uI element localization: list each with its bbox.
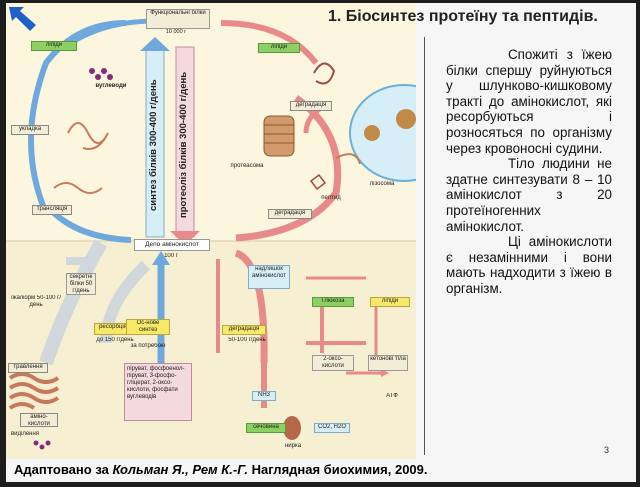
- label-peptide: пептид: [321, 195, 341, 201]
- label-degradation-mid: деградація: [268, 209, 312, 219]
- label-proteasome: протеасома: [230, 163, 264, 169]
- label-glucose: Глюкоза: [312, 297, 354, 307]
- label-from-need: за потребою: [130, 343, 166, 349]
- page-number: 3: [604, 445, 610, 455]
- label-lipids-left: ліпіди: [31, 41, 77, 51]
- label-co2-h2o: CO2, H2O: [314, 423, 350, 433]
- label-degradation-top: деградація: [290, 101, 332, 111]
- pointer-arrow-icon: [9, 7, 36, 31]
- label-proteolysis-rate: протеоліз білків 300-400 г/день: [178, 71, 189, 219]
- label-functional-amount: 10 000 г: [165, 29, 187, 35]
- label-functional-proteins: Функціональні білки: [146, 9, 210, 29]
- diagram-arrows: [6, 3, 416, 459]
- cycle-arrow-left: [28, 20, 127, 215]
- paragraph-essential: Ці амінокислоти є незамінними і вони маю…: [446, 234, 612, 296]
- label-amino-pool: Депо амінокислот: [134, 239, 210, 251]
- label-precursors: піруват, фосфоенол-піруват, 3-фосфо-гліц…: [124, 363, 192, 421]
- paragraph-digestion: Спожиті з їжею білки спершу руйнуються у…: [446, 47, 612, 156]
- label-food-intake: їжа/корм 50-100 г/день: [10, 295, 62, 308]
- label-excretion: виділення: [10, 431, 40, 437]
- label-per-day: до 150 г/день: [96, 337, 134, 343]
- label-degradation-amount: 50-100 г/день: [228, 337, 266, 343]
- paragraph-synthesis-limit: Тіло людини не здатне синтезувати 8 – 10…: [446, 156, 612, 234]
- label-degradation-low: деградація: [222, 325, 266, 335]
- proteasome-shape: [263, 115, 295, 157]
- label-nh3: NH3: [252, 391, 276, 401]
- credit-authors: Кольман Я., Рем К.-Г.: [112, 462, 248, 477]
- label-atp: АТФ: [386, 393, 398, 399]
- source-credit: Адаптовано за Кольман Я., Рем К.-Г. Нагл…: [14, 462, 428, 477]
- label-synthesis-rate: синтез білків 300-400 г/день: [148, 79, 159, 211]
- slide-title: 1. Біосинтез протеїну та пептидів.: [328, 8, 598, 25]
- label-secreted-proteins: секретні білки 50 г/день: [66, 273, 96, 295]
- label-lipids-right: ліпіди: [258, 43, 300, 53]
- label-lipids-bottom: ліпіди: [370, 297, 410, 307]
- lysosome-shape: [349, 84, 416, 182]
- label-lysosome: лізосома: [369, 181, 395, 187]
- label-kidney: нирка: [284, 443, 302, 449]
- label-resorption: ресорбція: [94, 323, 132, 335]
- label-digestion: травлення: [8, 363, 48, 373]
- label-excess-amino: надлишок амінокислот: [248, 265, 290, 289]
- kidney-shape: [283, 416, 301, 440]
- label-pool-amount: 100 г: [164, 253, 178, 259]
- label-ketone-bodies: кетонові тіла: [368, 355, 408, 371]
- slide: ліпіди Функціональні білки 10 000 г вугл…: [6, 3, 636, 482]
- label-oxo-acids: 2-оксо-кислоти: [312, 355, 354, 371]
- divider-line: [424, 37, 425, 455]
- label-carbohydrates: вуглеводи: [95, 83, 127, 89]
- label-essential-synthesis: Ос-нове синтез: [126, 319, 170, 335]
- label-translation: трансляція: [32, 205, 72, 215]
- intestine-shape: [8, 372, 60, 410]
- metabolism-diagram: ліпіди Функціональні білки 10 000 г вугл…: [6, 3, 416, 459]
- label-amino-acids: аміно-кислоти: [20, 413, 58, 427]
- slide-body: Спожиті з їжею білки спершу руйнуються у…: [446, 47, 612, 297]
- label-urea: сечовина: [246, 423, 286, 433]
- label-folding: укладка: [11, 125, 49, 135]
